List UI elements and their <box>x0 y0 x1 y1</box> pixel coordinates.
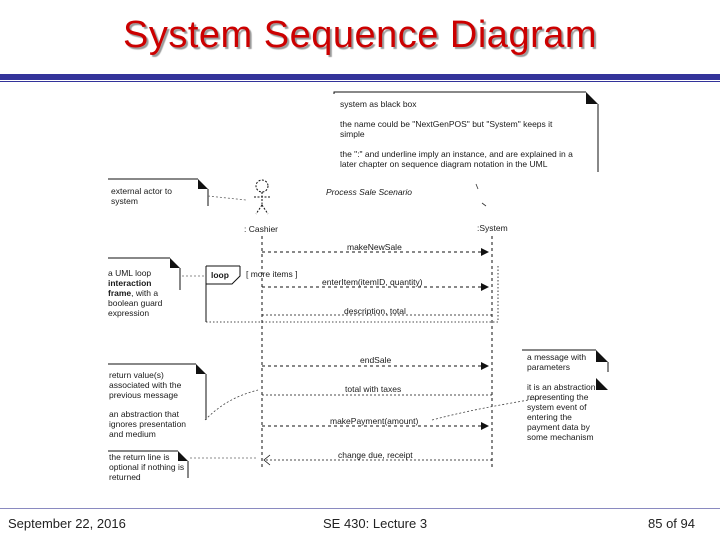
footer-page-number: 85 of 94 <box>648 516 695 531</box>
footer-divider <box>0 508 720 509</box>
note-return-values <box>108 363 207 420</box>
note-message-with-parameters-text: a message with parameters <box>527 352 587 372</box>
note-system-black-box-text: system as black box the name could be "N… <box>340 99 573 169</box>
note-interaction-frame-bold: interaction frame <box>108 278 152 298</box>
note-abstraction-text: an abstraction that ignores presentation… <box>109 409 187 439</box>
note-interaction-frame-text: a UML loop interaction frame, with a boo… <box>108 268 178 318</box>
return-change-due-receipt: change due, receipt <box>338 450 413 460</box>
note-interaction-frame-suffix: , with a boolean guard expression <box>108 288 163 318</box>
message-enter-item: enterItem(itemID, quantity) <box>322 277 423 287</box>
message-end-sale: endSale <box>360 355 392 365</box>
slide-title: System Sequence Diagram <box>122 14 598 56</box>
loop-frame <box>205 265 499 323</box>
loop-keyword: loop <box>211 270 229 280</box>
connector-abstraction-event <box>431 397 541 421</box>
scenario-title: Process Sale Scenario <box>326 187 412 197</box>
note-return-values-text: return value(s) associated with the prev… <box>109 370 182 400</box>
system-label: :System <box>477 223 508 233</box>
footer-course: SE 430: Lecture 3 <box>323 516 428 531</box>
message-make-payment: makePayment(amount) <box>330 416 419 426</box>
return-description-total: description, total <box>344 306 406 316</box>
connector-return-values <box>204 389 259 421</box>
cashier-actor-icon <box>254 179 270 215</box>
loop-guard: [ more items ] <box>246 269 298 279</box>
note-system-black-box <box>333 91 599 172</box>
note-abstraction-event-corner <box>596 378 608 390</box>
note-return-line-optional-text: the return line is optional if nothing i… <box>109 452 185 482</box>
title-divider <box>0 74 720 80</box>
note-abstraction-event-text: it is an abstraction representing the sy… <box>527 382 596 442</box>
return-total-with-taxes: total with taxes <box>345 384 402 394</box>
footer-date: September 22, 2016 <box>8 516 126 531</box>
note-interaction-frame-prefix: a UML loop <box>108 268 152 278</box>
note-return-line-optional <box>108 450 256 478</box>
return-arrow-change-due <box>263 454 492 466</box>
scenario-frame-marks <box>475 183 487 207</box>
note-external-actor <box>108 178 247 206</box>
note-message-with-parameters <box>522 349 609 372</box>
note-interaction-frame <box>108 257 206 290</box>
message-make-new-sale: makeNewSale <box>347 242 402 252</box>
cashier-label: : Cashier <box>244 224 279 234</box>
note-external-actor-text: external actor to system <box>111 186 172 206</box>
title-divider-thin <box>0 81 720 82</box>
